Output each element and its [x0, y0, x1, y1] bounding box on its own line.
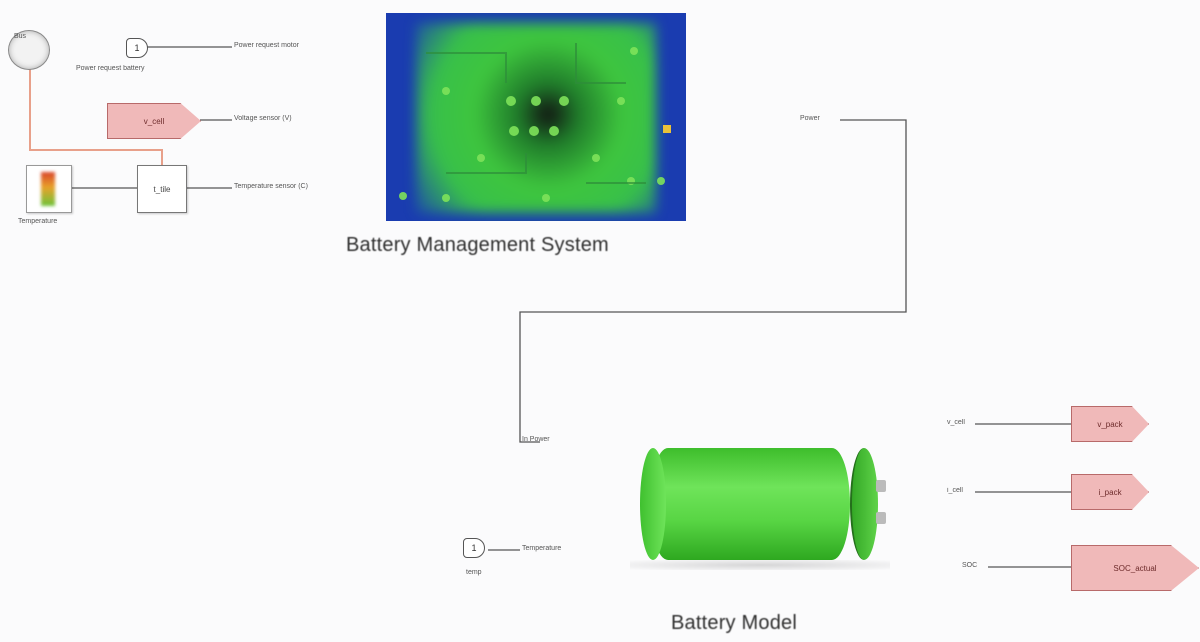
bms-port-power-request: Power request motor: [234, 42, 299, 49]
bms-port-power-out: Power: [800, 115, 820, 122]
power-request-label: Power request battery: [76, 65, 145, 72]
ipack-goto-tag[interactable]: i_pack: [1071, 474, 1149, 510]
battery-port-temperature: Temperature: [522, 545, 562, 552]
bms-circuit-board[interactable]: [386, 13, 686, 221]
vpack-text: v_pack: [1097, 419, 1123, 429]
inport-power-request[interactable]: 1: [126, 38, 148, 58]
temperature-map-icon[interactable]: [26, 165, 72, 213]
battery-port-vcell: v_cell: [947, 419, 965, 426]
battery-cell-graphic[interactable]: [630, 440, 890, 570]
block-text: t_tile: [153, 184, 171, 194]
vcell-goto-tag[interactable]: v_cell: [107, 103, 201, 139]
battery-port-icell: i_cell: [947, 487, 963, 494]
bms-title: Battery Management System: [346, 234, 609, 256]
battery-port-in-power: In Power: [522, 436, 550, 443]
soc-actual-text: SOC_actual: [1113, 563, 1157, 573]
bms-port-temperature-sensor: Temperature sensor (C): [234, 183, 308, 190]
inport-temp[interactable]: 1: [463, 538, 485, 558]
scope-label: Bus: [14, 33, 27, 40]
inport-number: 1: [134, 43, 140, 53]
inport-temp-number: 1: [471, 543, 477, 553]
vcell-tag-text: v_cell: [143, 116, 165, 126]
ipack-text: i_pack: [1098, 487, 1122, 497]
battery-title: Battery Model: [671, 612, 797, 634]
zero-order-hold-block[interactable]: t_tile: [137, 165, 187, 213]
temperature-label: Temperature: [18, 218, 58, 225]
soc-actual-goto-tag[interactable]: SOC_actual: [1071, 545, 1199, 591]
inport-temp-label: temp: [466, 569, 482, 576]
bms-port-voltage-sensor: Voltage sensor (V): [234, 115, 292, 122]
vpack-goto-tag[interactable]: v_pack: [1071, 406, 1149, 442]
scope-icon[interactable]: Bus: [8, 30, 50, 70]
battery-port-soc: SOC: [962, 562, 978, 569]
